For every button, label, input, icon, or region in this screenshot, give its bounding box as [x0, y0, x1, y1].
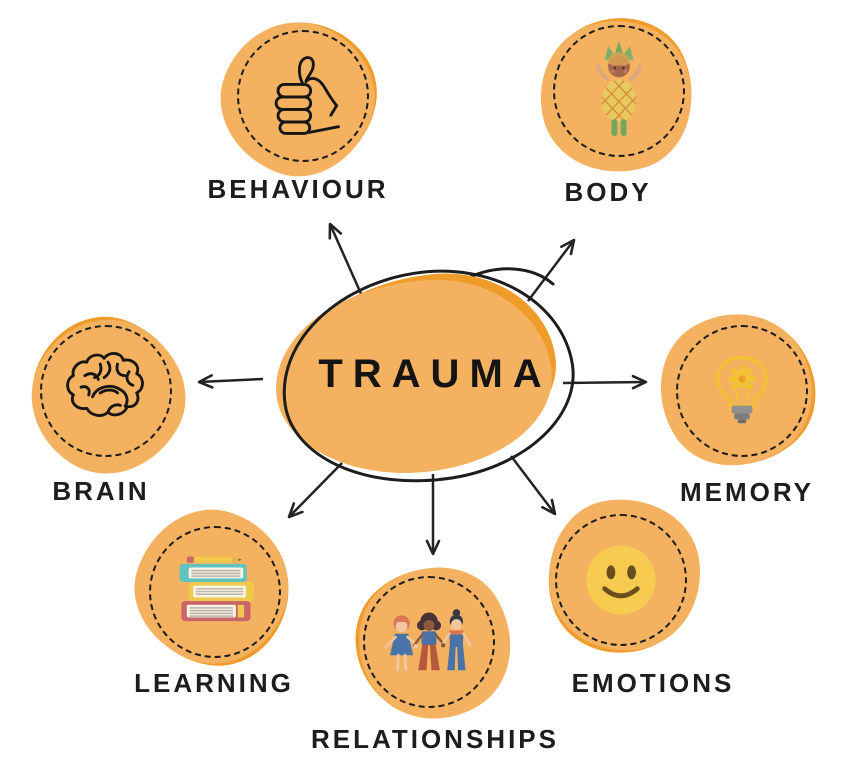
- node-behaviour: [216, 9, 390, 183]
- node-ring: [237, 30, 369, 162]
- book-stack-pencil-icon: [179, 556, 255, 622]
- lightbulb-gear-icon: [716, 355, 768, 424]
- node-memory: [639, 288, 845, 494]
- node-ring: [676, 325, 808, 457]
- label-learning: LEARNING: [134, 668, 294, 698]
- node-body: [522, 0, 716, 188]
- label-brain: BRAIN: [52, 476, 150, 506]
- center-outline-swoosh: [466, 267, 555, 286]
- arrow-to-learning: [287, 462, 343, 519]
- smiley-face-icon: [586, 545, 656, 615]
- label-emotions: EMOTIONS: [571, 668, 735, 698]
- node-brain: [12, 297, 200, 485]
- label-body: BODY: [564, 177, 652, 207]
- brain-icon: [66, 352, 144, 417]
- node-learning: [130, 507, 300, 677]
- thumbs-up-icon: [274, 56, 340, 135]
- arrow-to-behaviour: [328, 222, 364, 297]
- arrow-to-brain: [197, 374, 264, 389]
- people-holding-hands-icon: [384, 609, 472, 671]
- pineapple-costume-kid-icon: [595, 40, 643, 136]
- node-emotions: [529, 488, 713, 672]
- label-behaviour: BEHAVIOUR: [207, 174, 389, 204]
- arrow-to-memory: [562, 374, 648, 390]
- node-ring: [149, 526, 281, 658]
- node-ring: [553, 25, 685, 157]
- node-ring: [363, 576, 495, 708]
- center-title: TRAUMA: [318, 352, 552, 396]
- arrow-to-emotions: [510, 455, 557, 516]
- node-ring: [555, 514, 687, 646]
- label-memory: MEMORY: [679, 477, 815, 507]
- arrow-to-body: [527, 238, 576, 302]
- node-relationships: [326, 539, 532, 745]
- label-relationships: RELATIONSHIPS: [311, 724, 559, 754]
- node-ring: [40, 325, 172, 457]
